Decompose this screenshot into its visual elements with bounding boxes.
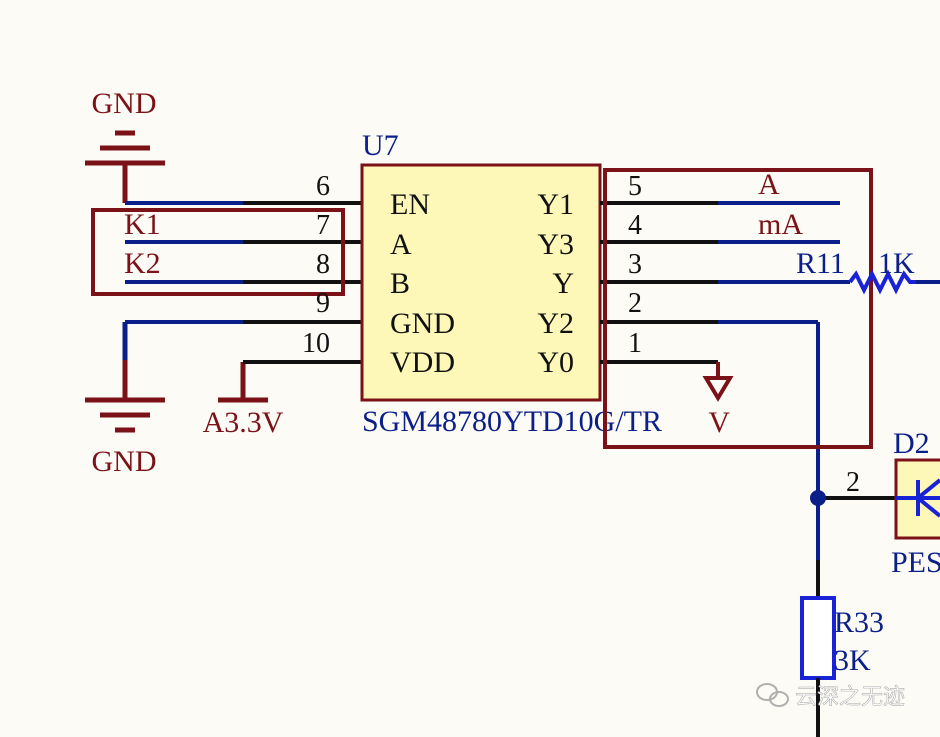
highlight-box-outputs (603, 168, 873, 449)
pin-number-right: 5 (628, 171, 642, 202)
gnd-label-bottom: GND (92, 445, 157, 478)
gnd-symbol-top (85, 130, 165, 203)
ic-pin-name-left: B (390, 267, 410, 300)
ic-pin-name-right: Y0 (537, 346, 574, 379)
pin-number-right: 3 (628, 249, 642, 280)
net-label-ground-right: V (708, 406, 730, 439)
ic-pin-name-right: Y1 (537, 188, 574, 221)
d2-pin-number: 2 (846, 467, 860, 498)
ic-pin-name-right: Y3 (537, 228, 574, 261)
pin-number-right: 4 (628, 210, 642, 241)
pin-number-left: 9 (316, 288, 330, 319)
ic-pin-name-left: VDD (390, 346, 455, 379)
ic-body-u7 (360, 163, 602, 402)
d2-part: PES (891, 546, 940, 579)
ic-part-number: SGM48780YTD10G/TR (362, 405, 662, 438)
ic-pin-name-right: Y2 (537, 307, 574, 340)
r11-value: 1K (878, 247, 915, 280)
gnd-symbol-bottom (85, 322, 165, 433)
pin-number-right: 2 (628, 288, 642, 319)
net-label-ma: mA (758, 208, 803, 241)
resistor-r11-symbol (848, 269, 916, 295)
ic-pin-name-right: Y (552, 267, 574, 300)
power-symbol-a33 (218, 362, 268, 403)
diode-icon (896, 478, 940, 518)
pin-number-left: 10 (302, 328, 330, 359)
d2-designator: D2 (893, 427, 930, 460)
net-label-a: A (758, 168, 780, 201)
ic-pin-name-left: A (390, 228, 412, 261)
ic-designator: U7 (362, 129, 399, 162)
net-label-k2: K2 (124, 247, 161, 280)
wechat-icon (756, 683, 789, 707)
net-label-k1: K1 (124, 208, 161, 241)
left-wires (125, 201, 362, 364)
pin-number-left: 7 (316, 210, 330, 241)
resistor-r33-symbol (800, 596, 836, 680)
pin-number-left: 8 (316, 249, 330, 280)
ic-pin-name-left: GND (390, 307, 455, 340)
pin-number-left: 6 (316, 171, 330, 202)
ground-arrow-icon (702, 376, 734, 402)
pin-number-right: 1 (628, 328, 642, 359)
r33-value: 3K (834, 644, 871, 677)
gnd-label-top: GND (92, 87, 157, 120)
r33-designator: R33 (834, 606, 884, 639)
watermark-text: 云深之无迹 (795, 684, 905, 709)
junction-dot (810, 490, 826, 506)
power-label-a33: A3.3V (203, 406, 284, 439)
ic-pin-name-left: EN (390, 188, 430, 221)
r11-designator: R11 (796, 247, 845, 280)
highlight-box-inputs (91, 208, 345, 296)
right-wires (600, 201, 940, 598)
